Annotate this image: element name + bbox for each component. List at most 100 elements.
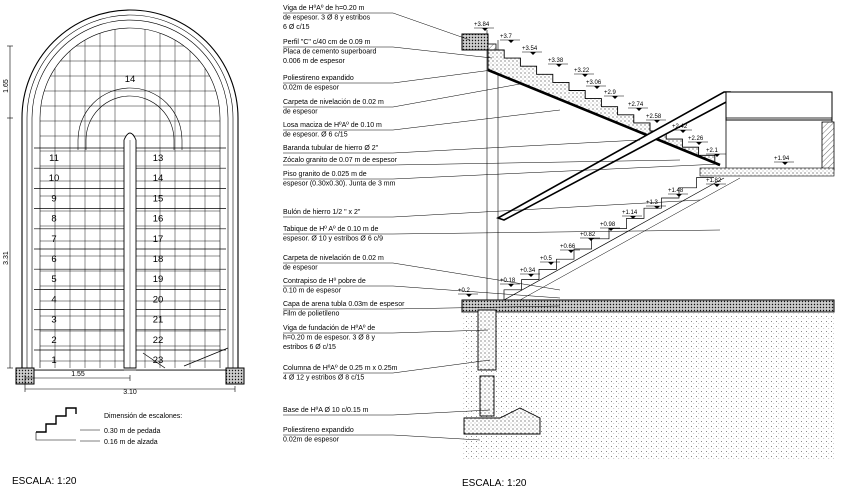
column-right [225, 367, 245, 385]
leader-line [283, 139, 641, 154]
arch-ring [31, 19, 229, 368]
step-number: 10 [49, 173, 60, 184]
dim-height-upper: 1.65 [3, 79, 10, 93]
level-mark: +0.66 [560, 244, 576, 250]
arch-ring [21, 9, 239, 368]
dim-width-total: 3.10 [123, 389, 137, 396]
annotation-line: 0.006 m de espesor [283, 58, 346, 65]
annotation-line: de espesor [283, 109, 318, 116]
leader-line [283, 163, 721, 180]
legend-tread: 0.30 m de pedada [104, 428, 161, 435]
step-number: 20 [153, 294, 164, 305]
annotation-line: Perfil "C" c/40 cm de 0.09 m [283, 39, 371, 46]
annotations: Viga de HºAº de h=0.20 mde espesor. 3 Ø … [283, 5, 405, 444]
annotation-line: Contrapiso de Hº pobre de [283, 278, 366, 285]
step-number: 11 [49, 153, 59, 164]
leader-line [283, 262, 561, 291]
legend-riser: 0.16 m de alzada [104, 439, 158, 446]
annotation-line: espesor. Ø 10 y estribos Ø 6 c/9 [283, 236, 383, 243]
level-mark: +2.58 [646, 114, 662, 120]
upper-flight [487, 49, 721, 166]
leader-line [283, 434, 481, 441]
dim-height-total: 3.31 [3, 251, 10, 265]
annotation-line: Film de polietileno [283, 311, 340, 318]
annotation-line: Zócalo granito de 0.07 m de espesor [283, 157, 398, 164]
leader-line [283, 69, 493, 84]
step-number: 6 [51, 254, 56, 265]
annotation-line: Tabique de Hº Aº de 0.10 m de [283, 226, 379, 233]
level-mark: +2.1 [706, 148, 719, 154]
annotation-line: Carpeta de nivelación de 0.02 m [283, 255, 384, 262]
step-number: 16 [153, 214, 164, 225]
section-scale-label: ESCALA: 1:20 [462, 478, 527, 488]
step-number: 17 [153, 234, 164, 245]
annotation-line: Viga de HºAº de h=0.20 m [283, 5, 365, 12]
leader-line [283, 409, 491, 416]
level-mark: +2.42 [672, 124, 688, 130]
inner-arch [85, 95, 175, 150]
leader-line [283, 199, 701, 218]
leader-line [283, 329, 489, 334]
annotation-line: Baranda tubular de hierro Ø 2" [283, 145, 379, 152]
step-number: 18 [153, 254, 164, 265]
level-mark: +3.54 [522, 46, 538, 52]
dimension-lines [7, 45, 236, 392]
annotation-line: Carpeta de nivelación de 0.02 m [283, 99, 384, 106]
annotation-line: estribos 6 Ø c/15 [283, 344, 336, 351]
level-mark: +0.82 [580, 232, 596, 238]
annotation-line: Poliestireno expandido [283, 75, 354, 82]
flight-soffit [487, 68, 721, 167]
lower-flight-soffit [503, 177, 725, 301]
annotation-line: espesor (0.30x0.30). Junta de 3 mm [283, 181, 396, 188]
annotation-line: de espesor. Ø 6 c/15 [283, 132, 348, 139]
annotation-line: h=0.20 m de espesor. 3 Ø 8 y [283, 335, 376, 342]
level-mark: +0.2 [458, 288, 471, 294]
step-number: 3 [51, 315, 56, 326]
step-number: 22 [153, 335, 164, 346]
step-number: 23 [153, 355, 164, 366]
plan-scale-label: ESCALA: 1:20 [12, 476, 77, 487]
level-mark: +3.7 [500, 34, 513, 40]
leader-line [283, 83, 521, 108]
column-section [477, 309, 497, 371]
level-mark: +1.48 [668, 188, 684, 194]
step-number: 15 [153, 193, 164, 204]
column-lower [479, 375, 495, 417]
step-number-top: 14 [125, 74, 136, 85]
leader-line [283, 305, 561, 310]
level-mark: +3.22 [574, 68, 590, 74]
annotation-line: 0.02m de espesor [283, 85, 340, 92]
step-number: 8 [51, 214, 56, 225]
landing-box [725, 91, 833, 121]
level-mark: +1.3 [646, 200, 659, 206]
step-number: 2 [51, 335, 56, 346]
level-marks: +3.84+3.7+3.54+3.38+3.22+3.06+2.9+2.74+2… [458, 22, 794, 297]
step-number: 1 [51, 355, 56, 366]
legend-title: Dimensión de escalones: [104, 413, 182, 420]
annotation-line: 4 Ø 12 y estribos Ø 8 c/15 [283, 375, 364, 382]
step-number: 9 [51, 193, 56, 204]
step-number: 19 [153, 274, 164, 285]
level-mark: +3.84 [474, 22, 490, 28]
dim-width-inner: 1.55 [71, 371, 85, 378]
annotation-line: Poliestireno expandido [283, 427, 354, 434]
step-dimension-legend: Dimensión de escalones: 0.30 m de pedada… [35, 407, 182, 446]
level-mark: +0.18 [500, 278, 516, 284]
annotation-line: Columna de HºAº de 0.25 m x 0.25m [283, 365, 398, 372]
step-number: 14 [153, 173, 164, 184]
annotation-line: 6 Ø c/15 [283, 24, 310, 31]
level-mark: +1.82 [706, 178, 722, 184]
annotation-line: Viga de fundación de HºAº de [283, 325, 375, 332]
top-beam [461, 33, 489, 51]
arch-ring [26, 14, 234, 368]
leader-line [283, 159, 681, 166]
soil-fill [462, 312, 834, 460]
leader-line [283, 285, 561, 299]
annotation-line: Bulón de hierro 1/2 " x 2" [283, 209, 361, 216]
level-mark: +0.5 [540, 256, 553, 262]
level-mark: +2.9 [604, 90, 617, 96]
